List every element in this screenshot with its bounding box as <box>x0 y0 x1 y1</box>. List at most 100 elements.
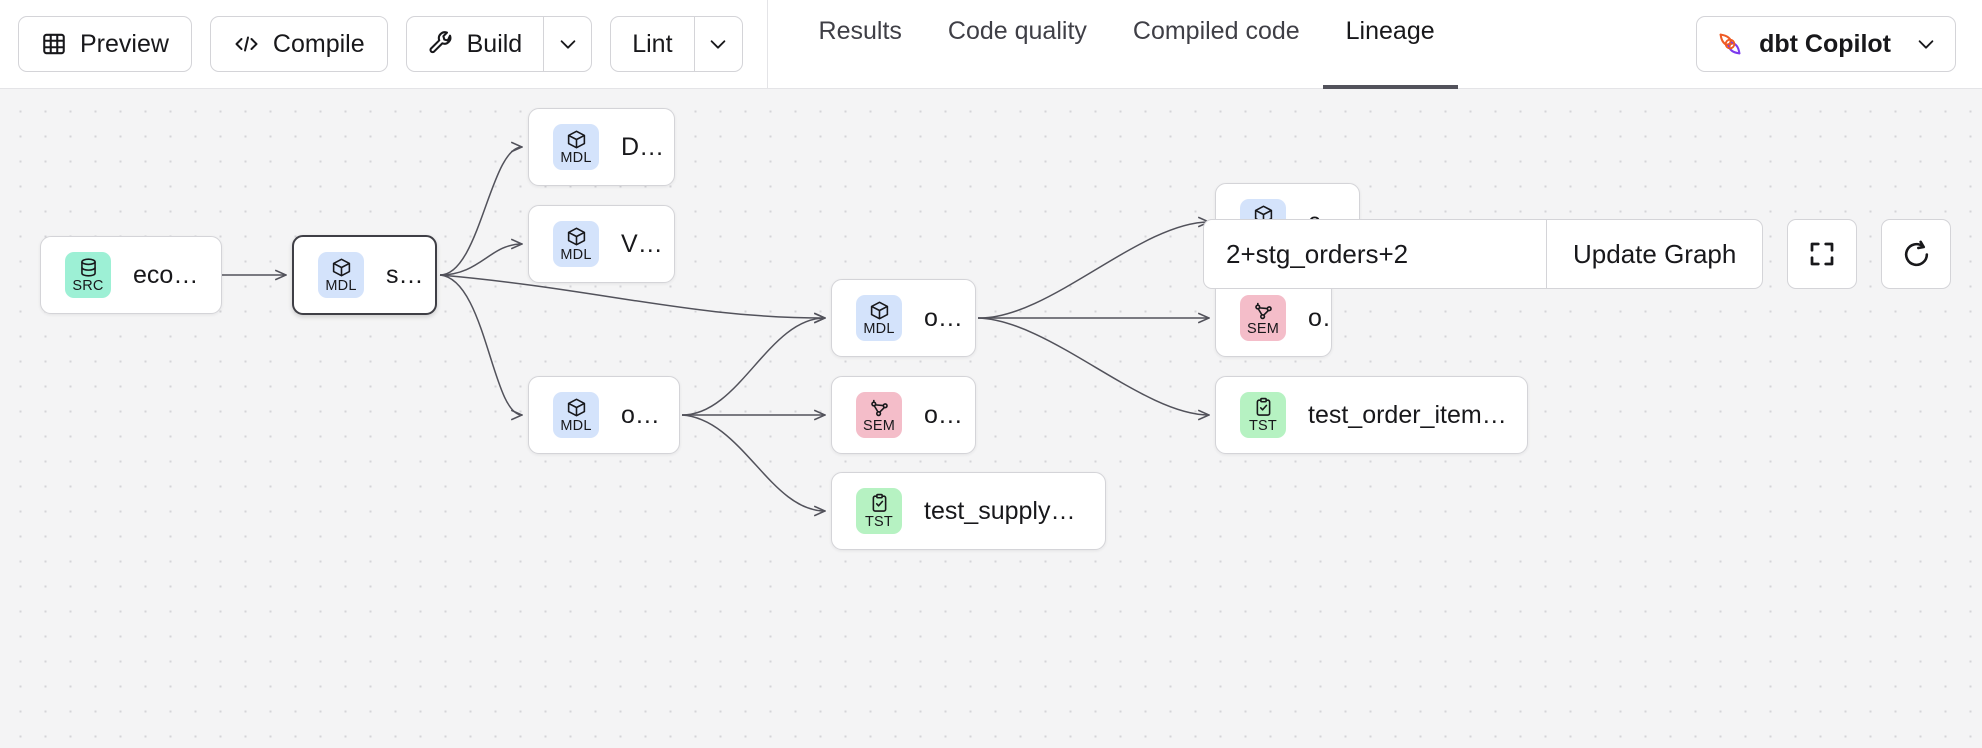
update-graph-label: Update Graph <box>1573 238 1737 269</box>
dbt-copilot-icon <box>1715 29 1745 59</box>
code-icon <box>233 32 260 56</box>
tab-lineage-label: Lineage <box>1345 16 1435 45</box>
toolbar-right-group: dbt Copilot <box>1696 16 1982 72</box>
node-type-label: SEM <box>1246 320 1280 337</box>
node-type-badge-mdl: MDL <box>553 221 599 267</box>
node-type-label: TST <box>865 513 893 530</box>
dbt-copilot-label: dbt Copilot <box>1759 29 1891 58</box>
node-type-badge-mdl: MDL <box>553 124 599 170</box>
cube-icon <box>869 300 890 321</box>
dbt-copilot-button[interactable]: dbt Copilot <box>1696 16 1956 72</box>
lineage-node-orders_mdl[interactable]: MDL orders <box>831 279 976 357</box>
lint-button[interactable]: Lint <box>611 17 693 71</box>
build-button-group: Build <box>405 16 593 72</box>
lineage-edges <box>222 89 1982 748</box>
lineage-node-ecom_raw_orders[interactable]: SRC ecom.raw_orders <box>40 236 222 314</box>
edge-stg-to-orderitems <box>439 274 522 415</box>
top-toolbar: Preview Compile Build <box>0 0 1982 89</box>
node-label: Demo <box>621 132 674 161</box>
lineage-node-demo[interactable]: MDL Demo <box>528 108 675 186</box>
tab-compiled-code[interactable]: Compiled code <box>1110 0 1323 89</box>
cube-icon <box>331 257 352 278</box>
lineage-node-order_items[interactable]: MDL order_items <box>528 376 680 454</box>
refresh-button[interactable] <box>1881 219 1952 289</box>
tab-code-quality[interactable]: Code quality <box>925 0 1110 89</box>
edge-orderitems-to-testsupply <box>681 414 825 511</box>
edge-stg-to-vedemo <box>439 244 522 276</box>
tab-results[interactable]: Results <box>796 0 925 89</box>
toolbar-divider <box>766 0 768 89</box>
lineage-node-test_order_items[interactable]: TST test_order_items_compute_to_bools_c… <box>1215 376 1528 454</box>
semantic-icon <box>1253 300 1274 321</box>
node-label: order_item <box>924 400 975 429</box>
edge-orders-to-customers <box>977 222 1209 319</box>
node-type-label: TST <box>1249 417 1277 434</box>
node-label: orders <box>924 303 975 332</box>
lineage-node-orders_sem[interactable]: SEM orders <box>1215 279 1332 357</box>
node-type-badge-mdl: MDL <box>318 252 364 298</box>
node-type-label: MDL <box>560 246 592 263</box>
node-label: ecom.raw_orders <box>133 260 221 289</box>
clipboard-check-icon <box>869 493 890 514</box>
database-icon <box>78 257 99 278</box>
node-type-label: MDL <box>863 320 895 337</box>
node-type-label: MDL <box>560 417 592 434</box>
node-type-badge-sem: SEM <box>856 392 902 438</box>
graph-selector-input[interactable] <box>1204 220 1546 288</box>
compile-button-label: Compile <box>272 29 365 58</box>
lint-button-group: Lint <box>610 16 743 72</box>
edge-orders-to-testorderitems <box>977 317 1209 415</box>
wrench-icon <box>428 31 454 57</box>
chevron-down-icon[interactable] <box>1915 33 1937 55</box>
lineage-node-stg_orders[interactable]: MDL stg_orders <box>292 235 437 315</box>
node-label: order_items <box>621 400 679 429</box>
node-label: VE_Demo <box>621 229 674 258</box>
semantic-icon <box>869 397 890 418</box>
lint-dropdown-toggle[interactable] <box>693 17 742 71</box>
tab-bar: Results Code quality Compiled code Linea… <box>796 0 1458 89</box>
node-label: orders <box>1308 303 1331 332</box>
build-dropdown-toggle[interactable] <box>543 17 591 71</box>
node-type-label: SEM <box>862 417 896 434</box>
node-type-label: SRC <box>72 277 104 294</box>
tab-lineage[interactable]: Lineage <box>1322 0 1458 89</box>
node-type-label: MDL <box>560 149 592 166</box>
update-graph-button[interactable]: Update Graph <box>1546 220 1762 288</box>
node-type-badge-sem: SEM <box>1240 295 1286 341</box>
table-icon <box>41 31 67 57</box>
toolbar-action-group: Preview Compile Build <box>0 0 743 88</box>
build-button-label: Build <box>466 29 523 58</box>
lineage-node-test_supply[interactable]: TST test_supply_costs_sum_correctly <box>831 472 1106 550</box>
chevron-down-icon <box>707 33 729 55</box>
node-type-badge-tst: TST <box>856 488 902 534</box>
fullscreen-button[interactable] <box>1787 219 1858 289</box>
refresh-icon <box>1901 239 1932 270</box>
edge-orderitems-to-orders <box>681 318 825 416</box>
tab-results-label: Results <box>818 16 902 45</box>
edge-stg-to-demo <box>439 147 522 276</box>
preview-button-label: Preview <box>80 29 169 58</box>
node-type-label: MDL <box>325 277 357 294</box>
node-label: test_order_items_compute_to_bools_c… <box>1308 400 1527 429</box>
chevron-down-icon <box>557 33 579 55</box>
cube-icon <box>566 129 587 150</box>
node-type-badge-mdl: MDL <box>553 392 599 438</box>
lineage-canvas[interactable]: Update Graph SRCecom.raw_ordersMDLstg_or… <box>0 89 1982 748</box>
graph-controls: Update Graph <box>1203 219 1952 289</box>
lint-button-label: Lint <box>632 29 673 58</box>
node-label: test_supply_costs_sum_correctly <box>924 496 1105 525</box>
build-button[interactable]: Build <box>407 17 544 71</box>
cube-icon <box>566 226 587 247</box>
tab-compiled-code-label: Compiled code <box>1132 16 1300 45</box>
fullscreen-icon <box>1807 239 1837 269</box>
compile-button[interactable]: Compile <box>209 16 388 72</box>
lineage-node-ve_demo[interactable]: MDL VE_Demo <box>528 205 675 283</box>
tab-code-quality-label: Code quality <box>947 16 1087 45</box>
lineage-node-order_item_sem[interactable]: SEM order_item <box>831 376 976 454</box>
edge-stg-to-orders <box>439 274 825 318</box>
node-type-badge-mdl: MDL <box>856 295 902 341</box>
node-type-badge-tst: TST <box>1240 392 1286 438</box>
node-type-badge-src: SRC <box>65 252 111 298</box>
node-label: stg_orders <box>386 260 435 289</box>
preview-button[interactable]: Preview <box>18 16 192 72</box>
